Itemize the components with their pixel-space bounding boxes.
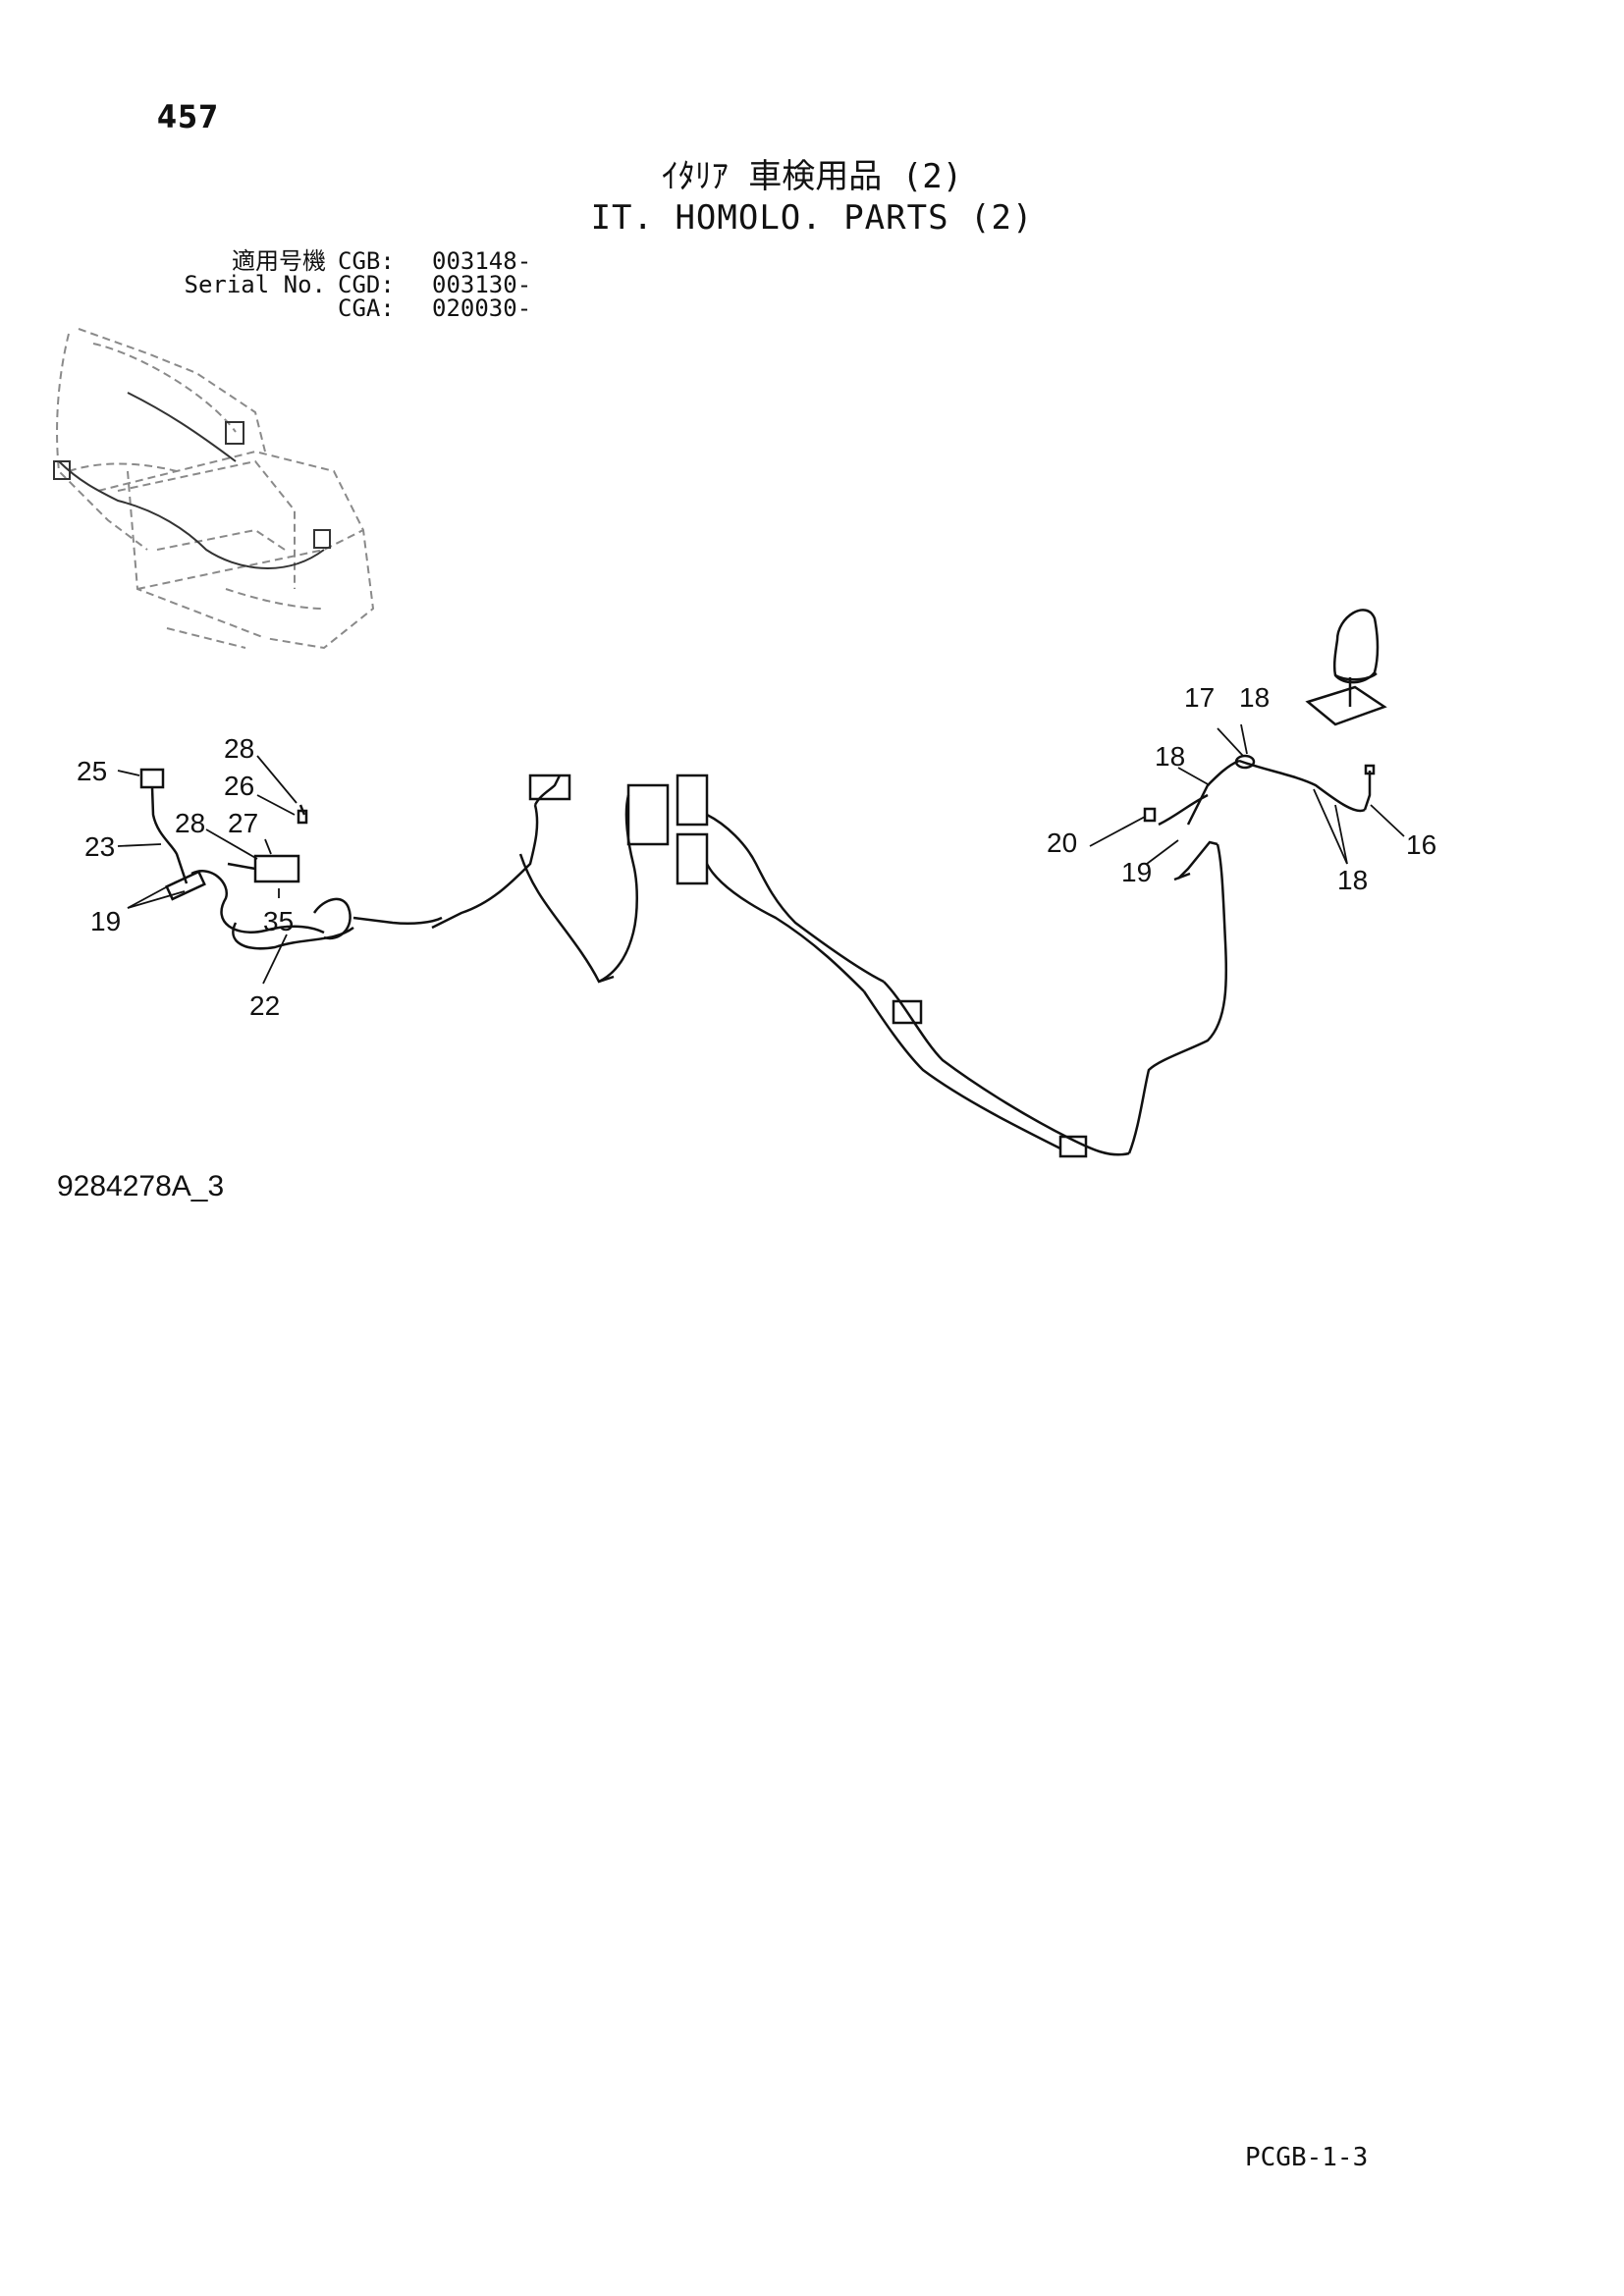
switch-part-25 (139, 768, 165, 789)
connector-mid (892, 999, 923, 1025)
title-japanese: ｲﾀﾘｱ 車検用品 (2) (661, 157, 963, 196)
machine-overview-harness (53, 392, 331, 569)
relay-box-upper (676, 774, 709, 827)
callout-labels: 25 28 26 28 27 23 19 35 22 17 18 18 20 1… (77, 682, 1436, 1021)
connector-lower (1058, 1135, 1088, 1158)
callout-25: 25 (77, 756, 107, 786)
callout-leaders (117, 723, 1405, 985)
serial-row: CGA: 020030- (147, 296, 531, 320)
fuse-box (626, 783, 670, 846)
serial-row: Serial No. CGD: 003130- (147, 271, 532, 298)
serial-row-label: 適用号機 (232, 247, 326, 275)
wiring-harness-main (139, 609, 1387, 1158)
relay-part-27 (253, 854, 300, 883)
beacon-lamp (1332, 609, 1380, 684)
footer-page-code: PCGB-1-3 (1245, 2143, 1369, 2172)
machine-overview-illustration (56, 328, 375, 650)
callout-17: 17 (1184, 682, 1215, 713)
serial-row-number: 003130- (432, 271, 532, 298)
grommet-part-17 (1234, 754, 1256, 770)
lead-part-16 (1363, 771, 1372, 811)
callout-20: 20 (1047, 828, 1077, 858)
page-number: 457 (157, 98, 220, 135)
serial-row: 適用号機 CGB: 003148- (147, 249, 531, 273)
callout-28-lower: 28 (175, 808, 205, 838)
callout-26: 26 (224, 771, 254, 801)
callout-28-upper: 28 (224, 733, 254, 764)
callout-23: 23 (84, 831, 115, 862)
serial-row-model: CGA: (338, 294, 395, 322)
callout-18-mid: 18 (1155, 741, 1185, 772)
serial-row-label: Serial No. (184, 271, 327, 298)
callout-19-left: 19 (90, 906, 121, 936)
serial-row-model: CGB: (338, 247, 395, 275)
serial-applicability-block: 適用号機 CGB: 003148- Serial No. CGD: 003130… (147, 249, 532, 320)
callout-18-top: 18 (1239, 682, 1270, 713)
callout-22: 22 (249, 990, 280, 1021)
serial-row-number: 003148- (432, 247, 532, 275)
drawing-number: 9284278A_3 (57, 1170, 225, 1202)
callout-18-bottom: 18 (1337, 865, 1368, 895)
clip-part-20 (1143, 807, 1157, 823)
callout-35: 35 (263, 906, 294, 936)
connector-upper (528, 774, 571, 801)
callout-27: 27 (228, 808, 258, 838)
beacon-mount-plate (1305, 685, 1387, 726)
connector-part-23 (165, 870, 206, 901)
relay-box-lower (676, 832, 709, 885)
callout-16: 16 (1406, 829, 1436, 860)
title-english: IT. HOMOLO. PARTS (2) (590, 198, 1034, 238)
callout-19-right: 19 (1121, 857, 1152, 887)
serial-row-number: 020030- (432, 294, 532, 322)
serial-row-model: CGD: (338, 271, 395, 298)
